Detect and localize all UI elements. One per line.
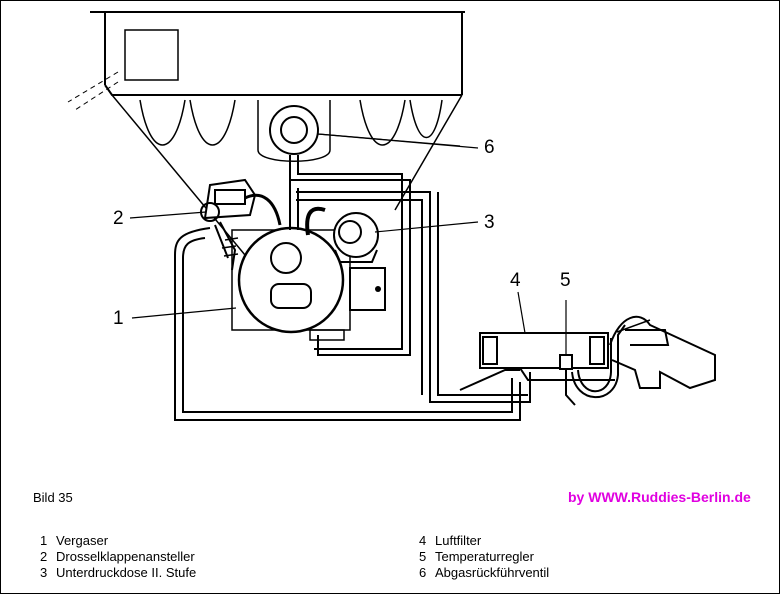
legend-num: 1 [40, 533, 48, 548]
vacuum-unit [305, 206, 379, 263]
legend-item: 4 Luftfilter [419, 533, 549, 549]
legend-right: 4 Luftfilter 5 Temperaturregler 6 Abgasrück… [419, 533, 549, 581]
legend-left: 1 Vergaser 2 Drosselklappenansteller 3 Unte… [40, 533, 196, 581]
legend-text: Unterdruckdose II. Stufe [56, 565, 197, 580]
vacuum-hoses [174, 155, 626, 421]
figure-label: Bild 35 [33, 490, 73, 505]
legend-item: 6 Abgasrückführventil [419, 565, 549, 581]
legend-num: 5 [419, 549, 427, 564]
legend-num: 6 [419, 565, 427, 580]
legend-num: 2 [40, 549, 48, 564]
callout-3: 3 [484, 212, 495, 233]
legend-item: 1 Vergaser [40, 533, 196, 549]
legend-text: Abgasrückführventil [435, 565, 550, 580]
legend-text: Luftfilter [435, 533, 482, 548]
callout-4: 4 [510, 270, 521, 291]
legend-text: Vergaser [56, 533, 109, 548]
dashed-leader [67, 71, 119, 111]
legend-item: 3 Unterdruckdose II. Stufe [40, 565, 196, 581]
callout-leaders [129, 133, 526, 334]
legend-text: Temperaturregler [435, 549, 534, 564]
legend-num: 4 [419, 533, 427, 548]
carburetor [231, 226, 386, 341]
legend-num: 3 [40, 565, 48, 580]
air-filter [459, 315, 716, 391]
callout-6: 6 [484, 137, 495, 158]
credit-link[interactable]: by WWW.Ruddies-Berlin.de [568, 489, 751, 505]
legend-text: Drosselklappenansteller [56, 549, 195, 564]
legend-item: 5 Temperaturregler [419, 549, 549, 565]
legend-item: 2 Drosselklappenansteller [40, 549, 196, 565]
engine-block [90, 11, 465, 256]
callout-5: 5 [560, 270, 571, 291]
throttle-positioner [200, 178, 282, 271]
callout-2: 2 [113, 208, 124, 229]
callout-1: 1 [113, 308, 124, 329]
